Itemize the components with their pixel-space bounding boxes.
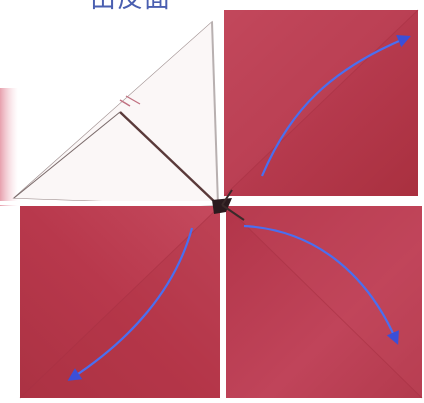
top-right-red-square <box>224 10 418 196</box>
bottom-right-red-square <box>226 206 422 398</box>
top-left-white-flap <box>14 22 218 205</box>
left-edge-tint <box>0 88 18 206</box>
